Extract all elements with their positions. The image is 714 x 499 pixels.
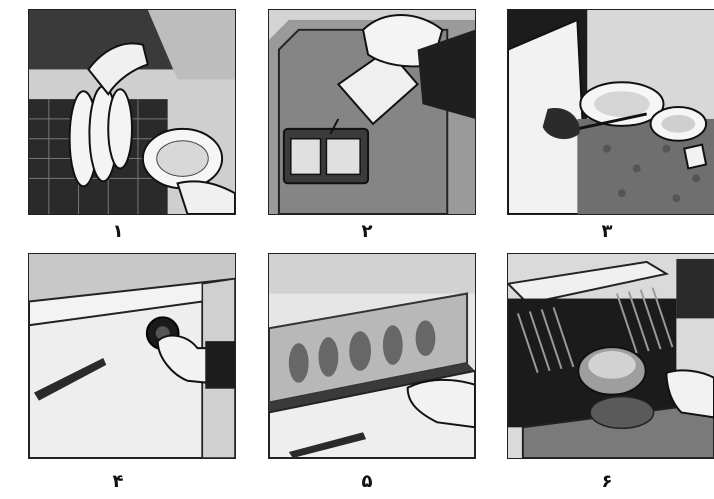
step-2-number: ۲ xyxy=(352,222,382,242)
step-4-number: ۴ xyxy=(103,472,133,492)
step-4-panel xyxy=(28,253,236,459)
unload-clean-dishes-illustration xyxy=(508,254,714,458)
scrape-food-scraps-illustration xyxy=(508,10,714,214)
load-plates-into-rack-illustration xyxy=(29,10,235,214)
step-3-number: ۳ xyxy=(592,222,622,242)
step-2-panel xyxy=(268,9,476,215)
pour-detergent-illustration xyxy=(269,10,475,214)
step-3-panel xyxy=(507,9,714,215)
step-1-number: ۱ xyxy=(103,222,133,242)
step-1-panel xyxy=(28,9,236,215)
step-5-panel xyxy=(268,253,476,459)
turn-dial-illustration xyxy=(29,254,235,458)
step-5-number: ۵ xyxy=(352,472,382,492)
close-door-illustration xyxy=(269,254,475,458)
step-6-panel xyxy=(507,253,714,459)
step-6-number: ۶ xyxy=(592,472,622,492)
